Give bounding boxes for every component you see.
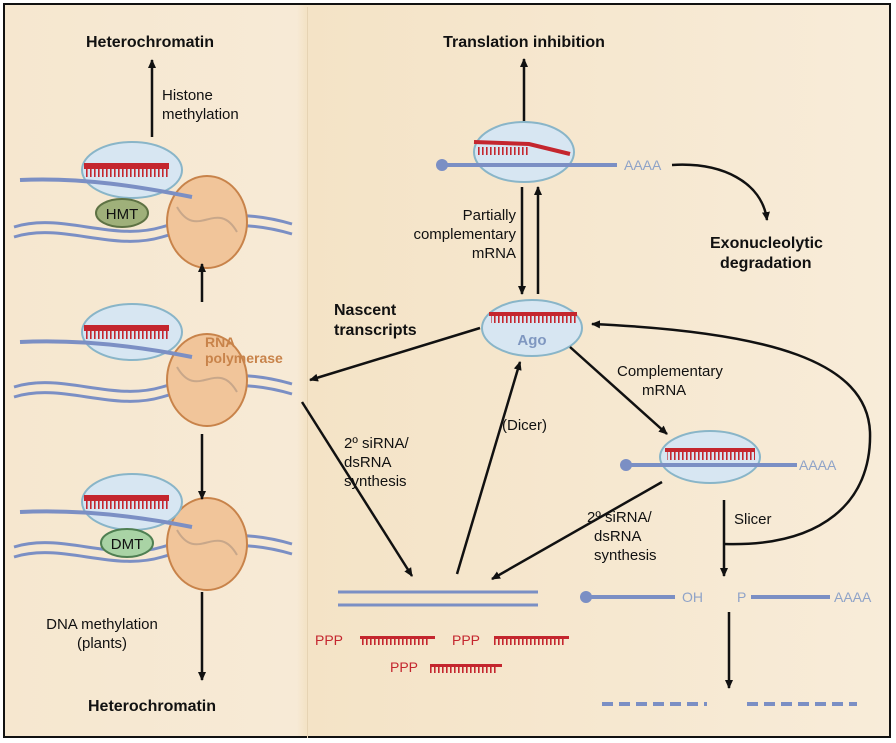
complementary-2: mRNA [642,382,686,399]
p-label: P [737,589,746,605]
arrow-to-complementary [569,346,668,435]
cleaved-mrna: OH P AAAA [580,589,872,605]
dicer-label: (Dicer) [502,417,547,434]
hmt-label: HMT [106,206,139,223]
slicer-label: Slicer [734,511,772,528]
ppp-2: PPP [452,632,480,648]
rna-polymerase-shape [166,175,248,269]
dna-methylation-1: DNA methylation [46,616,158,633]
nascent-label-1: Nascent [334,302,397,319]
sirna-left-2: dsRNA [344,454,392,471]
aaaa-bottom: AAAA [834,589,872,605]
rna-polymerase-complex: RNA polymerase [13,303,293,427]
sirna-2: PPP [452,632,569,648]
arrow-right-synthesis [491,480,663,581]
sirna-left-3: synthesis [344,473,407,490]
aaaa-middle: AAAA [799,457,837,473]
partially-complementary-complex: AAAA [436,121,662,183]
complementary-complex: AAAA [620,430,837,484]
ago-complex: Ago [481,299,583,357]
arrow-loop-to-ago [591,320,872,546]
hmt-shape [95,198,149,228]
partially-1: Partially [463,207,517,224]
sirna-3: PPP [390,659,502,675]
figure-frame: HMT RNA polymerase DMT Heterochromatin H… [3,3,891,738]
dmt-shape [100,528,154,558]
rna-polymerase-label-1: RNA [205,334,235,350]
dna-methylation-2: (plants) [77,635,127,652]
dsrna-duplex [338,590,538,607]
arrow-left-synthesis [300,401,414,577]
ppp-3: PPP [390,659,418,675]
arrow-to-nascent [309,326,481,382]
exonucleolytic-label: Exonucleolytic [710,235,823,252]
sirna-right-1: 2º siRNA/ [587,509,652,526]
aaaa-top: AAAA [624,157,662,173]
sirna-right-3: synthesis [594,547,657,564]
partially-2: complementary [413,226,516,243]
nascent-label-2: transcripts [334,322,417,339]
partially-3: mRNA [472,245,516,262]
translation-inhibition: Translation inhibition [443,34,605,51]
complementary-1: Complementary [617,363,723,380]
ppp-1: PPP [315,632,343,648]
hmt-complex: HMT [13,141,293,269]
rna-polymerase-label-2: polymerase [205,350,283,366]
sirna-right-2: dsRNA [594,528,642,545]
degradation-label: degradation [720,255,812,272]
heterochromatin-top: Heterochromatin [86,34,214,51]
heterochromatin-bottom: Heterochromatin [88,698,216,715]
histone-methylation-2: methylation [162,106,239,123]
arrow-dicer [455,361,522,575]
dmt-label: DMT [111,536,144,553]
dmt-complex: DMT [13,473,293,591]
arrow-to-degradation [671,163,770,221]
sirna-left-1: 2º siRNA/ [344,435,409,452]
panel-divider [307,7,308,738]
sirna-1: PPP [315,632,435,648]
rnai-pathway-diagram: HMT RNA polymerase DMT Heterochromatin H… [13,7,872,738]
ago-label: Ago [517,332,546,349]
histone-methylation-1: Histone [162,87,213,104]
oh-label: OH [682,589,703,605]
